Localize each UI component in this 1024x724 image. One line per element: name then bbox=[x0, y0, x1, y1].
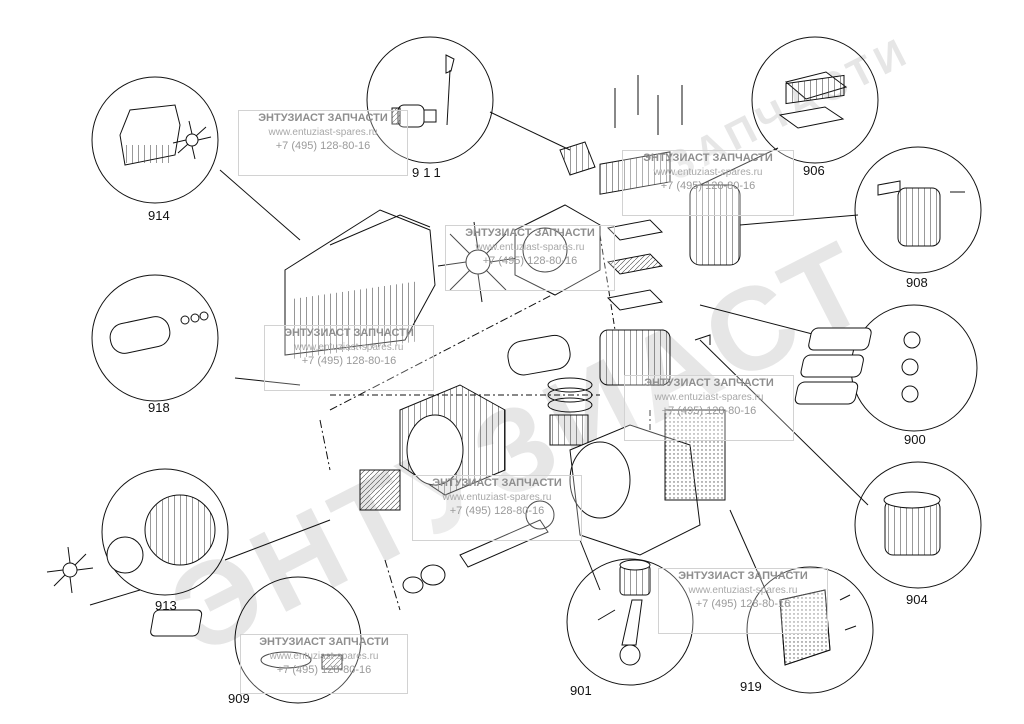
callout-906: 906 bbox=[803, 163, 825, 178]
callout-909: 909 bbox=[228, 691, 250, 706]
watermark-stamp: ЭНТУЗИАСТ ЗАПЧАСТИ www.entuziast-spares.… bbox=[412, 475, 582, 541]
callout-911: 911 bbox=[412, 165, 445, 180]
callout-904: 904 bbox=[906, 592, 928, 607]
watermark-stamp: ЭНТУЗИАСТ ЗАПЧАСТИ www.entuziast-spares.… bbox=[624, 375, 794, 441]
callout-900: 900 bbox=[904, 432, 926, 447]
callout-918: 918 bbox=[148, 400, 170, 415]
callout-914: 914 bbox=[148, 208, 170, 223]
callout-908: 908 bbox=[906, 275, 928, 290]
watermark-stamp: ЭНТУЗИАСТ ЗАПЧАСТИ www.entuziast-spares.… bbox=[658, 568, 828, 634]
watermark-stamp: ЭНТУЗИАСТ ЗАПЧАСТИ www.entuziast-spares.… bbox=[622, 150, 794, 216]
callout-919: 919 bbox=[740, 679, 762, 694]
watermark-stamp: ЭНТУЗИАСТ ЗАПЧАСТИ www.entuziast-spares.… bbox=[445, 225, 615, 291]
watermark-stamp: ЭНТУЗИАСТ ЗАПЧАСТИ www.entuziast-spares.… bbox=[264, 325, 434, 391]
watermark-stamp: ЭНТУЗИАСТ ЗАПЧАСТИ www.entuziast-spares.… bbox=[240, 634, 408, 694]
callout-901: 901 bbox=[570, 683, 592, 698]
callout-913: 913 bbox=[155, 598, 177, 613]
watermark-stamp: ЭНТУЗИАСТ ЗАПЧАСТИ www.entuziast-spares.… bbox=[238, 110, 408, 176]
